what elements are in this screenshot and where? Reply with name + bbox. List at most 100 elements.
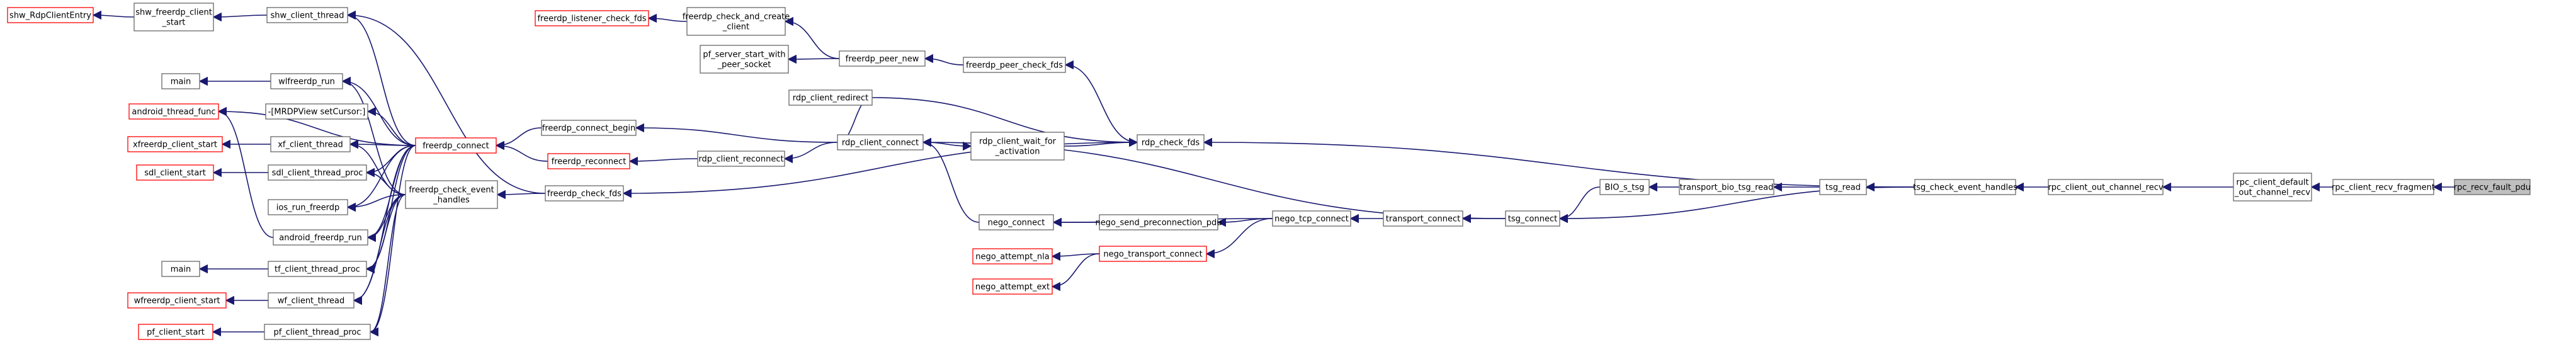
node-box[interactable] <box>979 214 1054 230</box>
node-box[interactable] <box>136 164 214 181</box>
node-freerdp_check_event_handles[interactable]: freerdp_check_event_handles <box>405 180 498 209</box>
node-wlfreerdp_run[interactable]: wlfreerdp_run <box>270 73 343 89</box>
node-box[interactable] <box>268 199 348 215</box>
node-BIO_s_tsg[interactable]: BIO_s_tsg <box>1599 179 1650 195</box>
node-main_2[interactable]: main <box>161 261 200 277</box>
node-box[interactable] <box>972 248 1053 265</box>
node-rpc_recv_fault_pdu[interactable]: rpc_recv_fault_pdu <box>2454 179 2531 195</box>
node-box[interactable] <box>133 3 214 31</box>
node-box[interactable] <box>270 136 351 152</box>
node-sdl_client_start[interactable]: sdl_client_start <box>136 164 214 181</box>
node-box[interactable] <box>1099 246 1207 262</box>
node-box[interactable] <box>839 50 926 67</box>
node-box[interactable] <box>545 185 624 202</box>
node-box[interactable] <box>127 136 223 152</box>
node-tf_client_thread_proc[interactable]: tf_client_thread_proc <box>268 261 367 277</box>
node-wf_client_thread[interactable]: wf_client_thread <box>268 292 355 309</box>
node-shw_freerdp_client_start[interactable]: shw_freerdp_client_start <box>133 3 214 31</box>
node-nego_attempt_nla[interactable]: nego_attempt_nla <box>972 248 1053 265</box>
node-freerdp_connect[interactable]: freerdp_connect <box>415 137 497 154</box>
node-box[interactable] <box>415 137 497 154</box>
node-box[interactable] <box>2332 179 2434 195</box>
node-freerdp_listener_check_fds[interactable]: freerdp_listener_check_fds <box>535 10 649 26</box>
node-box[interactable] <box>963 57 1066 73</box>
node-box[interactable] <box>1599 179 1650 195</box>
node-ios_run_freerdp[interactable]: ios_run_freerdp <box>268 199 348 215</box>
node-freerdp_peer_new[interactable]: freerdp_peer_new <box>839 50 926 67</box>
node-main_1[interactable]: main <box>161 73 200 89</box>
node-box[interactable] <box>972 278 1053 295</box>
node-box[interactable] <box>270 73 343 89</box>
node-freerdp_check_fds[interactable]: freerdp_check_fds <box>545 185 624 202</box>
node-box[interactable] <box>1505 210 1560 227</box>
node-shw_client_thread[interactable]: shw_client_thread <box>266 7 348 23</box>
node-pf_client_start[interactable]: pf_client_start <box>138 324 213 340</box>
node-box[interactable] <box>535 10 649 26</box>
node-box[interactable] <box>405 180 498 209</box>
node-box[interactable] <box>7 7 94 23</box>
node-freerdp_connect_begin[interactable]: freerdp_connect_begin <box>541 120 637 136</box>
node-box[interactable] <box>268 164 367 181</box>
node-rpc_client_recv_fragment[interactable]: rpc_client_recv_fragment <box>2332 179 2435 195</box>
node-xf_client_thread[interactable]: xf_client_thread <box>270 136 351 152</box>
node-nego_connect[interactable]: nego_connect <box>979 214 1054 230</box>
node-rdp_client_connect[interactable]: rdp_client_connect <box>837 134 924 151</box>
node-freerdp_check_and_create_client[interactable]: freerdp_check_and_create_client <box>683 7 790 36</box>
node-box[interactable] <box>1272 210 1351 227</box>
node-tsg_read[interactable]: tsg_read <box>1819 179 1867 195</box>
node-freerdp_peer_check_fds[interactable]: freerdp_peer_check_fds <box>963 57 1066 73</box>
node-xfreerdp_client_start[interactable]: xfreerdp_client_start <box>127 136 223 152</box>
node-wfreerdp_client_start[interactable]: wfreerdp_client_start <box>127 292 227 309</box>
node-nego_send_preconnection_pdu[interactable]: nego_send_preconnection_pdu <box>1096 214 1222 230</box>
node-box[interactable] <box>1099 214 1218 230</box>
node-nego_tcp_connect[interactable]: nego_tcp_connect <box>1272 210 1351 227</box>
node-pf_server_start_with_peer_socket[interactable]: pf_server_start_with_peer_socket <box>700 45 789 74</box>
node-box[interactable] <box>265 103 368 120</box>
node-box[interactable] <box>1137 134 1205 151</box>
node-box[interactable] <box>1679 179 1774 195</box>
node-nego_transport_connect[interactable]: nego_transport_connect <box>1099 246 1207 262</box>
node-box[interactable] <box>541 120 637 136</box>
node-sdl_client_thread_proc[interactable]: sdl_client_thread_proc <box>268 164 367 181</box>
node-box[interactable] <box>273 229 368 246</box>
node-box[interactable] <box>268 292 355 309</box>
node-box[interactable] <box>1383 210 1463 227</box>
node-box[interactable] <box>128 103 219 120</box>
node-android_thread_func[interactable]: android_thread_func <box>128 103 219 120</box>
node-box[interactable] <box>547 153 630 169</box>
node-rdp_check_fds[interactable]: rdp_check_fds <box>1137 134 1205 151</box>
node-nego_attempt_ext[interactable]: nego_attempt_ext <box>972 278 1053 295</box>
node-box[interactable] <box>161 73 200 89</box>
node-tsg_connect[interactable]: tsg_connect <box>1505 210 1560 227</box>
node-box[interactable] <box>700 45 789 74</box>
node-android_freerdp_run[interactable]: android_freerdp_run <box>273 229 368 246</box>
node-box[interactable] <box>1914 179 2016 195</box>
node-box[interactable] <box>2048 179 2164 195</box>
node-box[interactable] <box>268 261 367 277</box>
node-box[interactable] <box>127 292 227 309</box>
node-box[interactable] <box>686 7 786 36</box>
node-box[interactable] <box>264 324 371 340</box>
node-box[interactable] <box>2454 179 2531 195</box>
node-shw_RdpClientEntry[interactable]: shw_RdpClientEntry <box>7 7 94 23</box>
node-MRDPView_setCursor[interactable]: -[MRDPView setCursor:] <box>265 103 368 120</box>
node-freerdp_reconnect[interactable]: freerdp_reconnect <box>547 153 630 169</box>
node-transport_bio_tsg_read[interactable]: transport_bio_tsg_read <box>1679 179 1774 195</box>
node-box[interactable] <box>161 261 200 277</box>
node-box[interactable] <box>1819 179 1867 195</box>
node-pf_client_thread_proc[interactable]: pf_client_thread_proc <box>264 324 371 340</box>
node-rpc_client_out_channel_recv[interactable]: rpc_client_out_channel_recv <box>2048 179 2164 195</box>
node-tsg_check_event_handles[interactable]: tsg_check_event_handles <box>1913 179 2017 195</box>
node-box[interactable] <box>970 132 1065 161</box>
node-box[interactable] <box>2233 173 2312 202</box>
node-rdp_client_wait_for_activation[interactable]: rdp_client_wait_for_activation <box>970 132 1065 161</box>
node-rpc_client_default_out_channel_recv[interactable]: rpc_client_default_out_channel_recv <box>2233 173 2312 202</box>
node-box[interactable] <box>697 151 785 167</box>
node-box[interactable] <box>138 324 213 340</box>
node-box[interactable] <box>788 89 873 106</box>
node-box[interactable] <box>837 134 924 151</box>
node-box[interactable] <box>266 7 348 23</box>
node-transport_connect[interactable]: transport_connect <box>1383 210 1463 227</box>
node-rdp_client_redirect[interactable]: rdp_client_redirect <box>788 89 873 106</box>
node-rdp_client_reconnect[interactable]: rdp_client_reconnect <box>697 151 785 167</box>
